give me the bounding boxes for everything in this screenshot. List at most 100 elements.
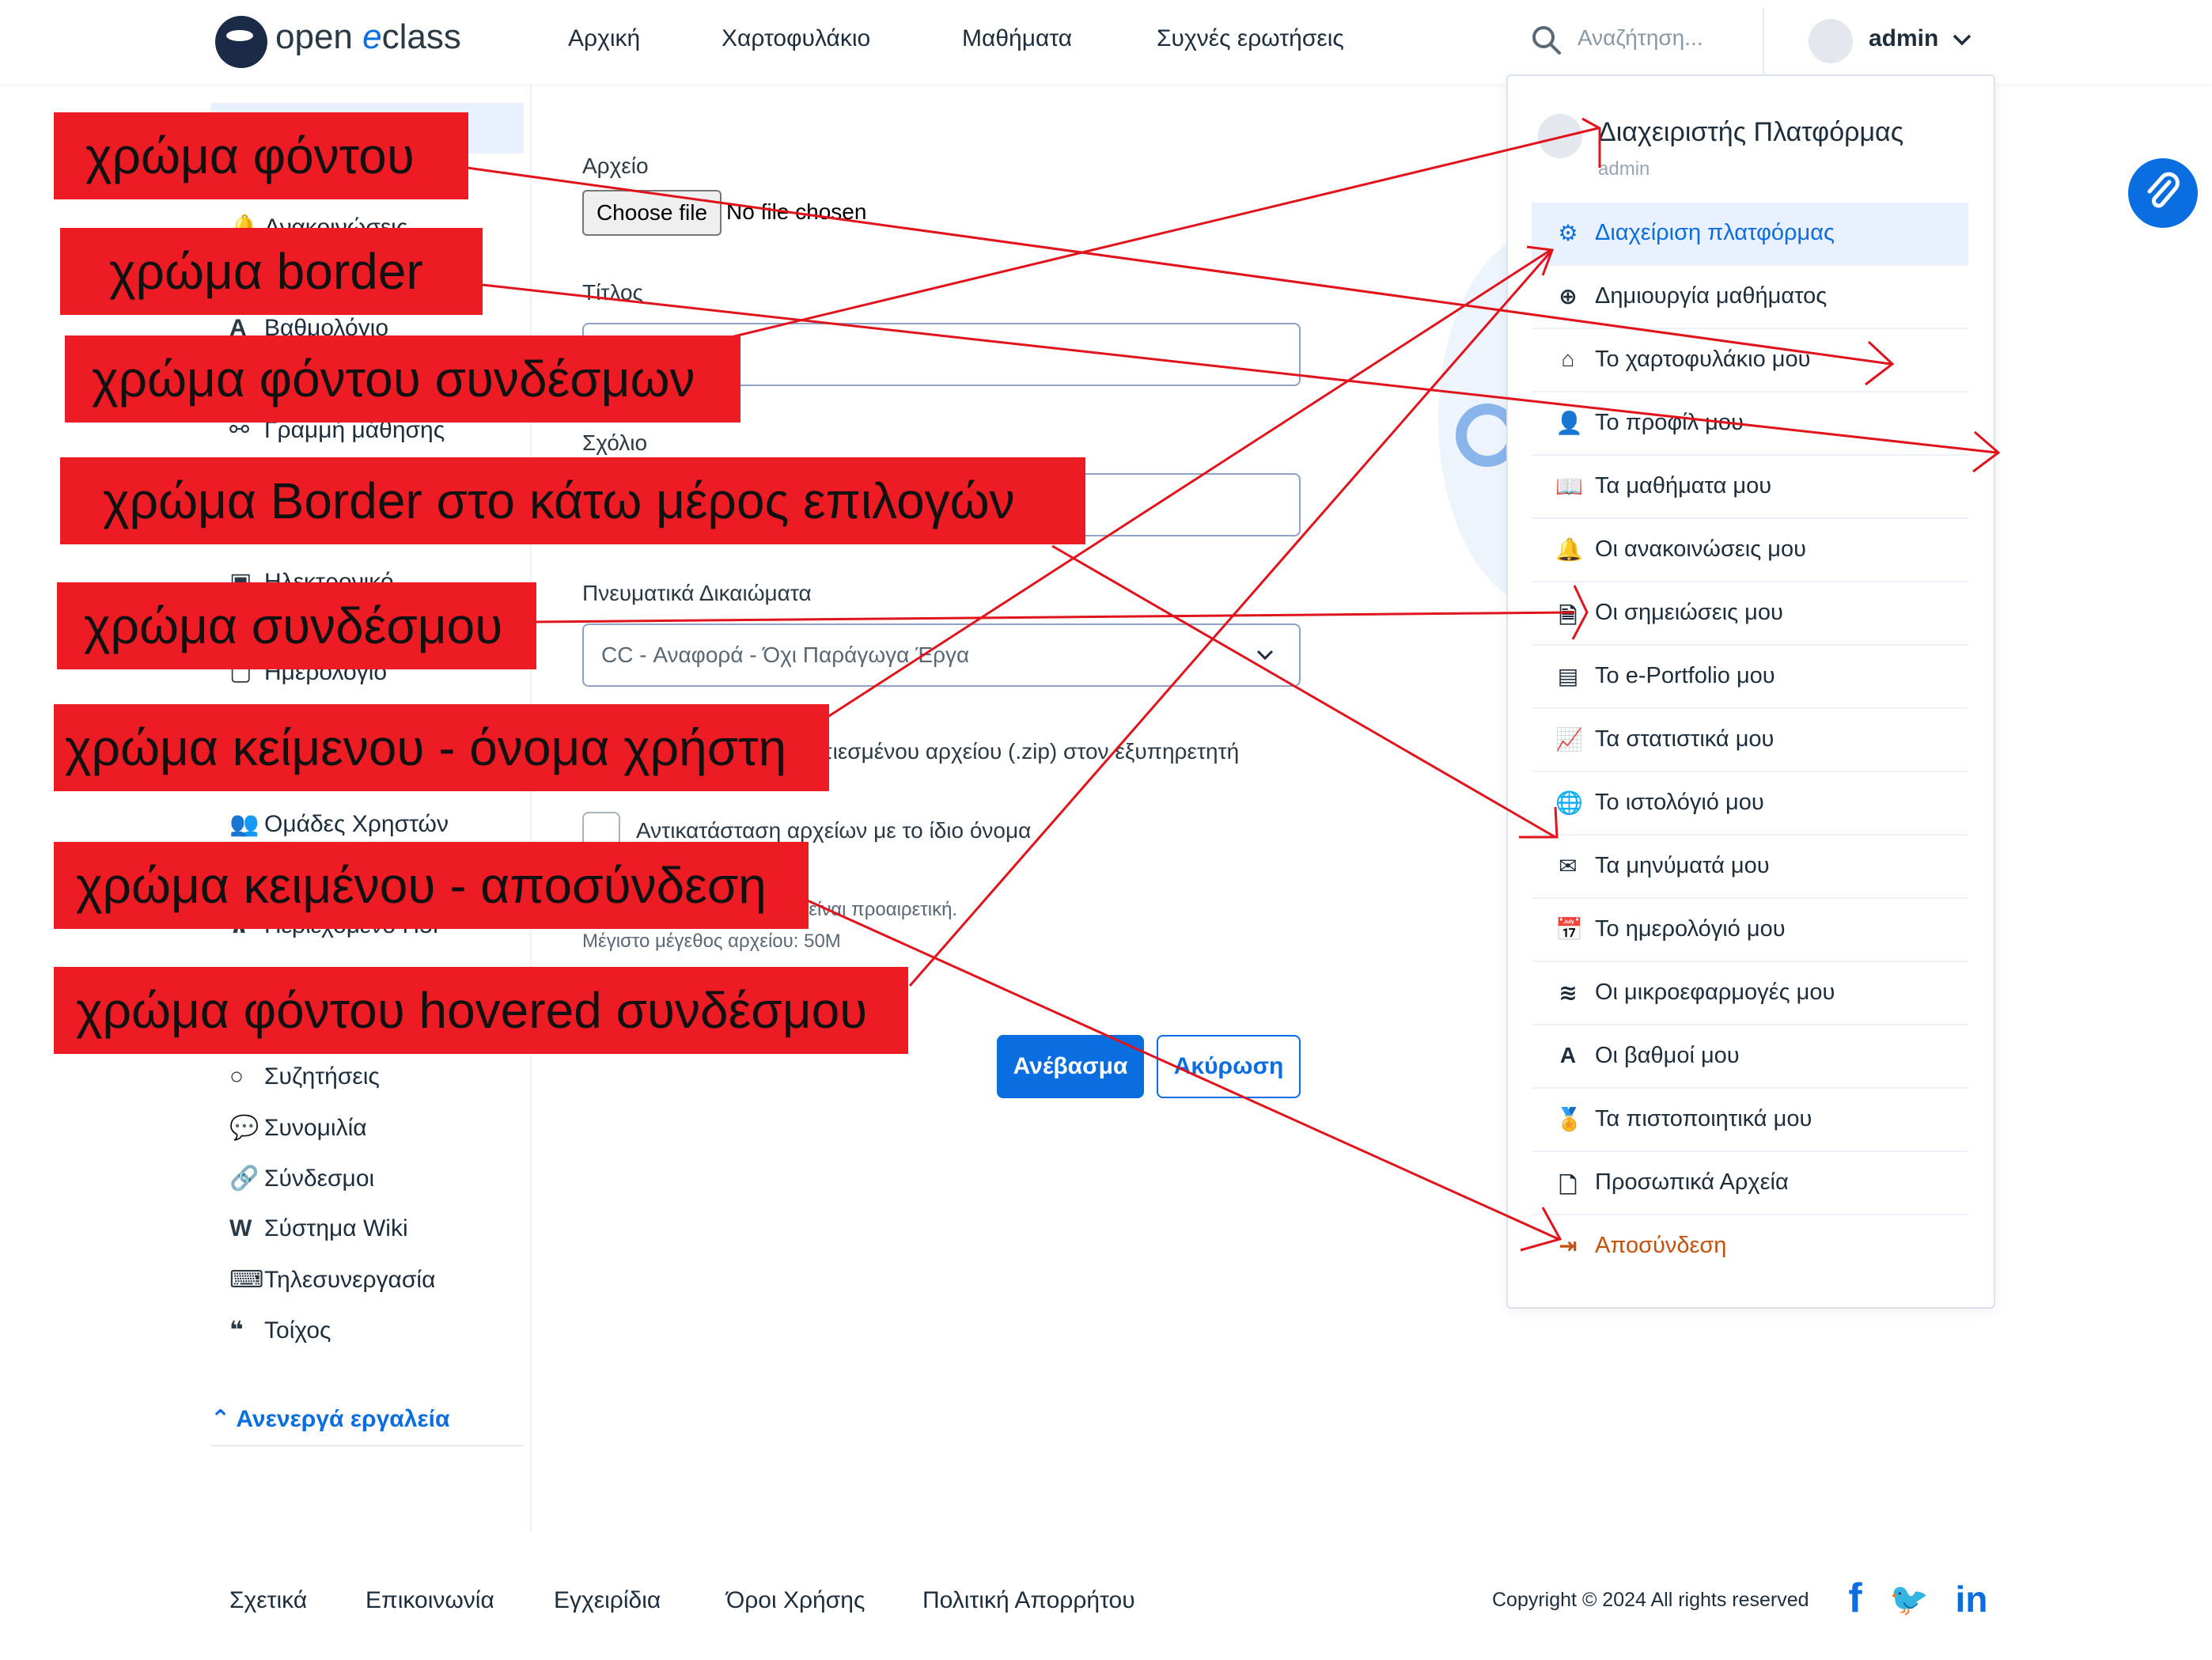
chart-line-icon: 📈 <box>1555 727 1583 752</box>
dropdown-menu-item[interactable]: 📖 Τα μαθήματα μου <box>1532 456 1968 519</box>
annotation-background-color: χρώμα φόντου <box>54 112 468 199</box>
search-icon[interactable] <box>1530 24 1562 55</box>
sidebar-item-label: Σύνδεσμοι <box>264 1165 375 1192</box>
dropdown-menu-item-label: Τα πιστοποιητικά μου <box>1595 1106 1812 1131</box>
calendar-icon: 📅 <box>1555 917 1583 942</box>
dropdown-menu-item-label: Τα μαθήματα μου <box>1595 473 1772 498</box>
annotation-logout-text-color: χρώμα κειμένου - αποσύνδεση <box>54 842 809 929</box>
dropdown-menu-item-label: Το ιστολόγιό μου <box>1595 790 1764 815</box>
no-file-text: No file chosen <box>726 199 867 224</box>
nav-faq[interactable]: Συχνές ερωτήσεις <box>1157 25 1344 51</box>
chevron-down-icon[interactable] <box>1951 28 1973 51</box>
footer-link-manuals[interactable]: Εγχειρίδια <box>554 1587 661 1613</box>
dropdown-menu-item[interactable]: ⊕Δημιουργία μαθήματος <box>1532 266 1968 329</box>
dropdown-menu-item[interactable]: 🗋 Προσωπικά Αρχεία <box>1532 1152 1968 1215</box>
sidebar-item[interactable]: ⌨Τηλεσυνεργασία <box>229 1266 435 1298</box>
logout-link[interactable]: ⇥Αποσύνδεση <box>1532 1215 1968 1277</box>
gear-icon: ⚙ <box>1558 221 1578 245</box>
dropdown-menu-item-label: Τα στατιστικά μου <box>1595 726 1775 752</box>
inactive-tools-label: Ανενεργά εργαλεία <box>236 1406 450 1432</box>
twitter-icon[interactable]: 🐦 <box>1889 1582 1929 1617</box>
choose-file-button[interactable]: Choose file <box>582 190 722 236</box>
cancel-button[interactable]: Ακύρωση <box>1157 1035 1301 1098</box>
wiki-icon: W <box>229 1215 252 1241</box>
nav-portfolio[interactable]: Χαρτοφυλάκιο <box>722 25 871 51</box>
arrow-bottom-border <box>1051 544 1556 839</box>
link-icon: 🔗 <box>229 1165 259 1192</box>
copyright-label: Πνευματικά Δικαιώματα <box>582 581 812 605</box>
dropdown-menu-item-label: Το προφίλ μου <box>1595 410 1744 435</box>
file-icon: 🗋 <box>1559 1173 1578 1198</box>
facebook-icon[interactable]: f <box>1848 1575 1862 1621</box>
sidebar-item[interactable]: 🔗Σύνδεσμοι <box>229 1165 374 1196</box>
sidebar-item[interactable]: ❝Τοίχος <box>229 1317 331 1348</box>
comment-label: Σχόλιο <box>582 430 648 455</box>
logo-word-e: e <box>362 17 382 56</box>
dropdown-menu-item-label: Προσωπικά Αρχεία <box>1595 1169 1789 1195</box>
footer-link-privacy[interactable]: Πολιτική Απορρήτου <box>922 1587 1135 1613</box>
sidebar-item[interactable]: ○Συζητήσεις <box>229 1063 380 1095</box>
award-icon: 🏅 <box>1555 1107 1583 1131</box>
logo-icon[interactable] <box>215 16 267 68</box>
annotation-username-text-color: χρώμα κείμενου - όνομα χρήστη <box>54 704 829 791</box>
file-label: Αρχείο <box>582 153 649 178</box>
dropdown-menu-item-label: Τα μηνύματά μου <box>1595 853 1770 878</box>
footer-link-terms[interactable]: Όροι Χρήσης <box>726 1587 865 1613</box>
dropdown-menu-item[interactable]: 📅Το ημερολόγιό μου <box>1532 899 1968 962</box>
avatar[interactable] <box>1809 19 1853 63</box>
id-card-icon: ▤ <box>1557 664 1579 688</box>
sidebar-item-label: Ομάδες Χρηστών <box>264 811 449 837</box>
sidebar-item-label: Συνομιλία <box>264 1115 367 1141</box>
sidebar-item[interactable]: 💬Συνομιλία <box>229 1114 367 1146</box>
dropdown-menu-item[interactable]: ✉Τα μηνύματά μου <box>1532 836 1968 899</box>
linkedin-icon[interactable]: in <box>1955 1579 1988 1620</box>
nav-home[interactable]: Αρχική <box>568 25 641 51</box>
bell-icon: 🔔 <box>1555 537 1583 562</box>
dropdown-menu-item-label: Οι βαθμοί μου <box>1595 1043 1740 1068</box>
dropdown-menu-item[interactable]: 🌐Το ιστολόγιό μου <box>1532 772 1968 836</box>
dropdown-menu-item[interactable]: 🏅 Τα πιστοποιητικά μου <box>1532 1089 1968 1152</box>
logo-text[interactable]: open eclass <box>275 17 461 57</box>
dropdown-menu-item[interactable]: ⌂ Το χαρτοφυλάκιο μου <box>1532 329 1968 392</box>
user-menu-name[interactable]: admin <box>1869 25 1939 51</box>
replace-label: Αντικατάσταση αρχείων με το ίδιο όνομα <box>636 818 1032 843</box>
dropdown-menu-item-label: Δημιουργία μαθήματος <box>1595 283 1828 309</box>
dropdown-menu-item[interactable]: ▤ Το e-Portfolio μου <box>1532 646 1968 709</box>
annotation-hovered-link-bg-color: χρώμα φόντου hovered συνδέσμου <box>54 967 908 1054</box>
dropdown-username: admin <box>1598 158 1650 180</box>
footer-link-about[interactable]: Σχετικά <box>229 1587 308 1613</box>
dropdown-menu-item[interactable]: A Οι βαθμοί μου <box>1532 1025 1968 1089</box>
chevron-up-icon: ⌃ <box>210 1406 231 1432</box>
home-icon: ⌂ <box>1561 347 1575 371</box>
sidebar-item[interactable]: 👥Ομάδες Χρηστών <box>229 810 449 842</box>
grade-icon: A <box>229 315 247 341</box>
footer-link-contact[interactable]: Επικοινωνία <box>366 1587 494 1613</box>
dropdown-menu-item-label: Το e-Portfolio μου <box>1595 663 1775 688</box>
inactive-tools-toggle[interactable]: ⌃ Ανενεργά εργαλεία <box>210 1405 449 1433</box>
grade-icon: A <box>1559 1043 1577 1067</box>
upload-button[interactable]: Ανέβασμα <box>997 1035 1144 1098</box>
keyboard-icon: ⌨ <box>229 1267 264 1293</box>
floating-attach-button[interactable] <box>2128 158 2198 228</box>
chat-bubble-icon: ○ <box>229 1063 244 1090</box>
dropdown-menu-item[interactable]: 🗎Οι σημειώσεις μου <box>1532 582 1968 646</box>
dropdown-menu-item[interactable]: ⚙Διαχείριση πλατφόρμας <box>1532 203 1968 266</box>
dropdown-menu-item[interactable]: 📈 Τα στατιστικά μου <box>1532 709 1968 772</box>
dropdown-menu-item-label: Το χαρτοφυλάκιο μου <box>1595 347 1811 372</box>
book-icon: 📖 <box>1555 474 1583 498</box>
title-label: Τίτλος <box>582 280 644 305</box>
paperclip-icon <box>2147 172 2180 208</box>
arrow-link-color <box>534 611 1575 623</box>
search-input[interactable]: Αναζήτηση... <box>1578 25 1703 50</box>
dropdown-menu-item[interactable]: 👤Το προφίλ μου <box>1532 392 1968 456</box>
nav-courses[interactable]: Μαθήματα <box>962 25 1073 51</box>
dropdown-menu-item[interactable]: 🔔Οι ανακοινώσεις μου <box>1532 519 1968 582</box>
sidebar-item-label: Τηλεσυνεργασία <box>264 1267 436 1293</box>
max-size-note: Μέγιστο μέγεθος αρχείου: 50M <box>582 930 841 952</box>
layers-icon: ≋ <box>1559 980 1578 1005</box>
dropdown-menu-item[interactable]: ≋Οι μικροεφαρμογές μου <box>1532 962 1968 1025</box>
quote-icon: ❝ <box>229 1317 244 1344</box>
dropdown-menu-item-label: Αποσύνδεση <box>1595 1233 1727 1258</box>
select-chevron-icon <box>1256 650 1274 661</box>
